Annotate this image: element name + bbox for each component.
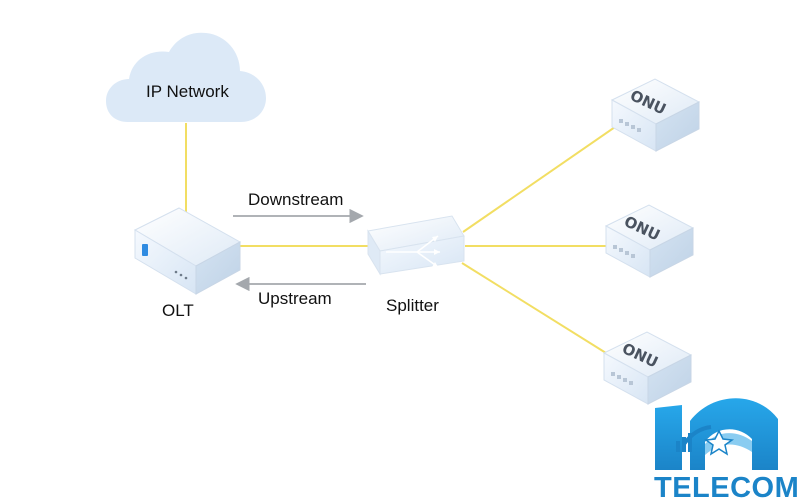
upstream-label: Upstream (258, 289, 332, 308)
onu-device-top: ONU (610, 78, 701, 152)
onu-device-middle: ONU (604, 204, 695, 278)
splitter-to-onu-bottom-fiber (461, 262, 607, 354)
splitter-device (367, 215, 465, 276)
olt-device (133, 207, 242, 295)
logo-star-icon (703, 429, 735, 456)
telecom-logo: TELECOM (654, 398, 799, 500)
ip-network-cloud (106, 32, 266, 122)
ip-network-label: IP Network (146, 82, 229, 101)
downstream-label: Downstream (248, 190, 344, 209)
olt-status-light (142, 244, 148, 256)
onu-device-bottom: ONU (602, 331, 693, 405)
logo-text: TELECOM (654, 472, 799, 500)
logo-left-pillar (655, 405, 682, 470)
splitter-label: Splitter (386, 296, 439, 315)
olt-label: OLT (162, 301, 194, 320)
logo-right-arch (690, 398, 778, 470)
splitter-to-onu-top-fiber (462, 126, 616, 233)
